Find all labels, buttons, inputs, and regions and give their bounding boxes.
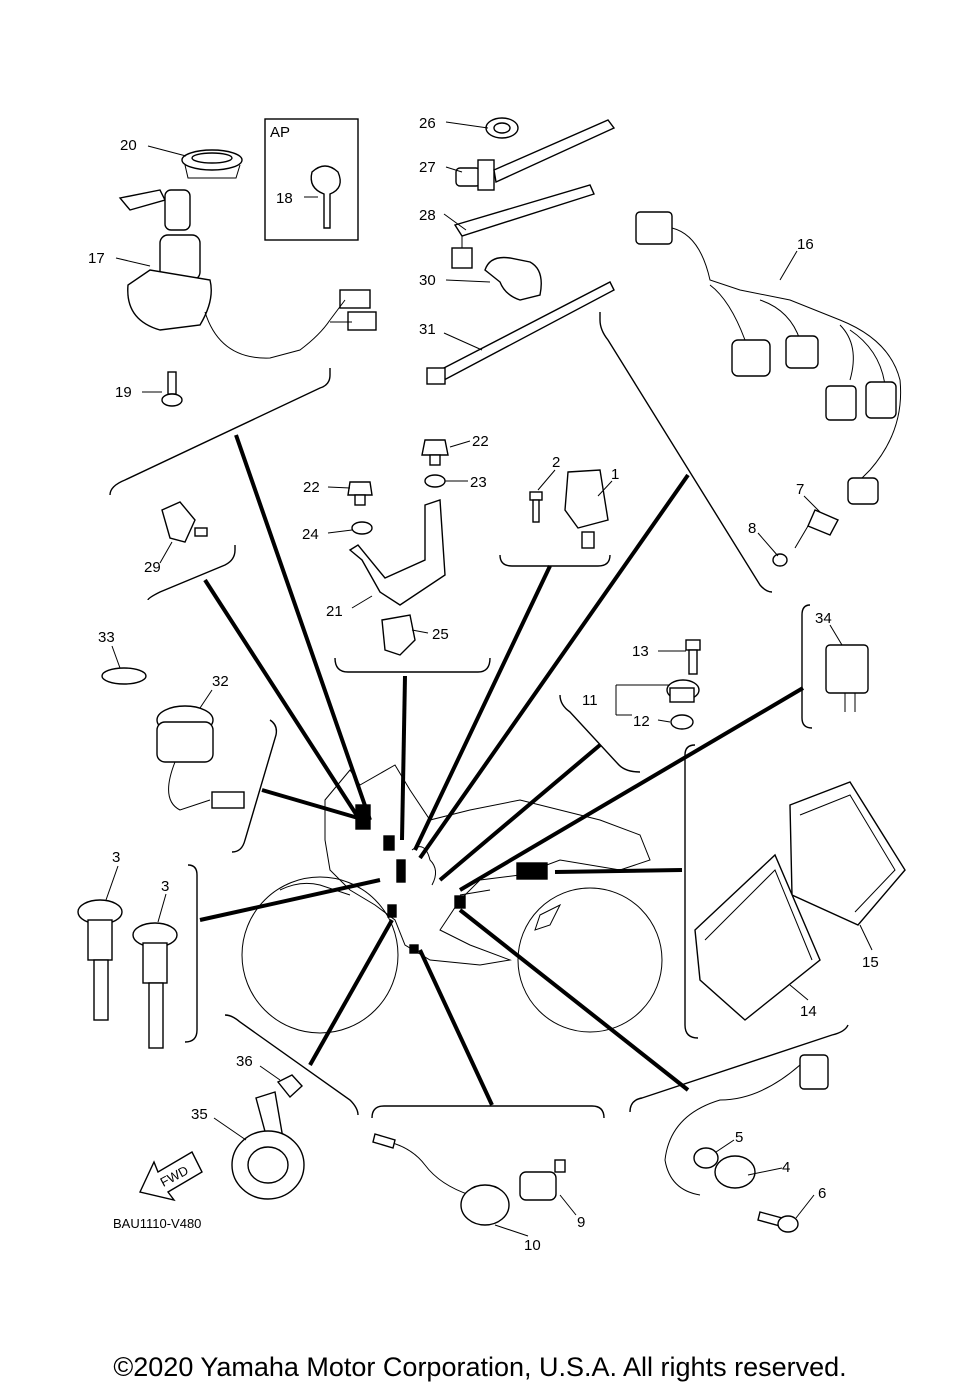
callout-2: 2 [552,454,560,471]
callout-23: 23 [470,474,487,491]
callout-numbers: 20 17 AP 18 19 26 27 28 30 31 16 7 8 1 2… [88,115,879,1254]
part-30-clamp [484,256,542,301]
callout-leaders [105,121,873,1237]
part-26-clamp [485,117,519,139]
part-7-sensor [794,509,839,549]
part-11-sensor [666,679,700,703]
part-16-wire-harness [635,211,902,505]
callout-33: 33 [98,629,115,646]
callout-31: 31 [419,321,436,338]
callout-32: 32 [212,673,229,690]
callout-5: 5 [735,1129,743,1146]
copyright-notice: ©2020 Yamaha Motor Corporation, U.S.A. A… [113,1352,847,1382]
part-32-socket [156,705,245,811]
part-19-screw [161,371,183,407]
group-brackets [109,312,849,1119]
part-15-ecu [789,781,906,926]
part-33-cap [101,667,147,685]
callout-7: 7 [796,481,804,498]
callout-35: 35 [191,1106,208,1123]
part-17-main-switch [118,189,377,359]
callout-10: 10 [524,1237,541,1254]
part-2-bolt [529,491,543,523]
callout-22-upper: 22 [472,433,489,450]
part-3-ignition-coil-b [132,922,178,1049]
callout-21: 21 [326,603,343,620]
callout-28: 28 [419,207,436,224]
callout-36: 36 [236,1053,253,1070]
ap-box [264,118,359,241]
part-34-relay [825,644,869,712]
callout-26: 26 [419,115,436,132]
callout-1: 1 [611,466,619,483]
part-14-ecu [694,853,821,1021]
callout-22-left: 22 [303,479,320,496]
callout-20: 20 [120,137,137,154]
part-9-switch [519,1159,566,1201]
callout-14: 14 [800,1003,817,1020]
part-1-sensor [564,469,609,549]
part-22-bolt-left [347,481,373,506]
callout-17: 17 [88,250,105,267]
part-20-cap [181,149,243,179]
part-3-ignition-coil-a [77,899,123,1021]
part-10-sensor [372,1133,510,1226]
part-12-o-ring [670,714,694,730]
callout-19: 19 [115,384,132,401]
callout-9: 9 [577,1214,585,1231]
part-23-collar [424,474,446,488]
part-5-o-ring [693,1147,719,1169]
part-31-cable-tie [426,281,615,385]
callout-34: 34 [815,610,832,627]
callout-4: 4 [782,1159,790,1176]
part-29-connector [161,501,208,543]
callout-3-b: 3 [161,878,169,895]
callout-29: 29 [144,559,161,576]
callout-24: 24 [302,526,319,543]
part-6-bolt [757,1211,799,1233]
callout-15: 15 [862,954,879,971]
leader-rays [199,434,805,1106]
ap-label: AP [270,124,290,141]
callout-6: 6 [818,1185,826,1202]
part-28-band [451,184,595,269]
callout-3-a: 3 [112,849,120,866]
part-13-bolt [685,639,701,675]
callout-18: 18 [276,190,293,207]
callout-12: 12 [633,713,650,730]
part-25-damper [381,614,416,656]
callout-8: 8 [748,520,756,537]
callout-13: 13 [632,643,649,660]
callout-30: 30 [419,272,436,289]
callout-27: 27 [419,159,436,176]
diagram-ref-code: BAU1110-V480 [113,1216,201,1231]
part-27-band-mount [455,119,616,191]
callout-25: 25 [432,626,449,643]
fwd-arrow-icon: FWD [139,1151,203,1202]
callout-11: 11 [582,692,598,709]
part-8-washer [772,553,788,567]
part-24-collar [351,521,373,535]
part-35-horn [231,1091,305,1200]
callout-16: 16 [797,236,814,253]
motorcycle-outline [241,764,663,1034]
part-4-sensor [664,1054,829,1196]
part-36-nut [276,1074,303,1099]
part-22-bolt-upper [421,439,449,466]
part-18-key [310,165,341,229]
part-21-bracket [348,499,446,606]
